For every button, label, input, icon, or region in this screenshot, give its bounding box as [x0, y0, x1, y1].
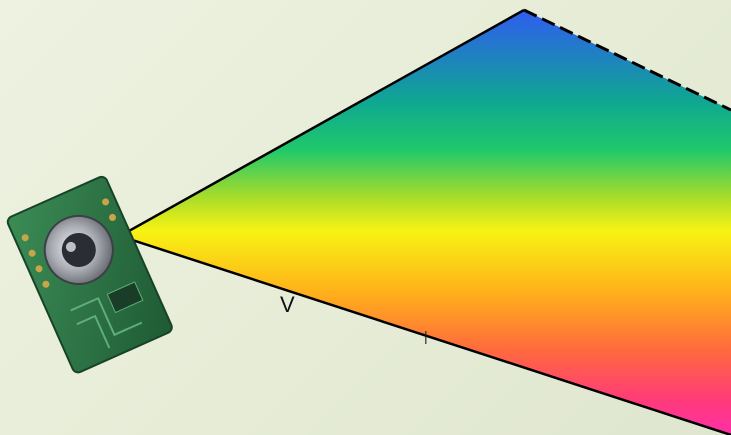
fov-bottom-edge [119, 234, 731, 435]
pcb-pin [42, 280, 50, 288]
thermal-sensor-module [6, 175, 173, 374]
pcb-pin [102, 198, 110, 206]
sensor-lens [61, 232, 96, 267]
pcb-pin [28, 249, 36, 257]
fov-far-edge [523, 8, 731, 112]
field-of-view-cone [120, 10, 731, 435]
pcb-trace [70, 296, 143, 337]
pcb-pin [35, 265, 43, 273]
pcb-pin [21, 234, 29, 242]
pcb-pin [108, 213, 116, 221]
pcb-trace [76, 314, 111, 349]
fov-top-edge [119, 8, 525, 238]
fov-angle-label: V [280, 292, 295, 317]
pcb-chip [106, 281, 144, 314]
fov-marker: | [424, 328, 428, 344]
sensor-lens-glint [65, 241, 76, 252]
